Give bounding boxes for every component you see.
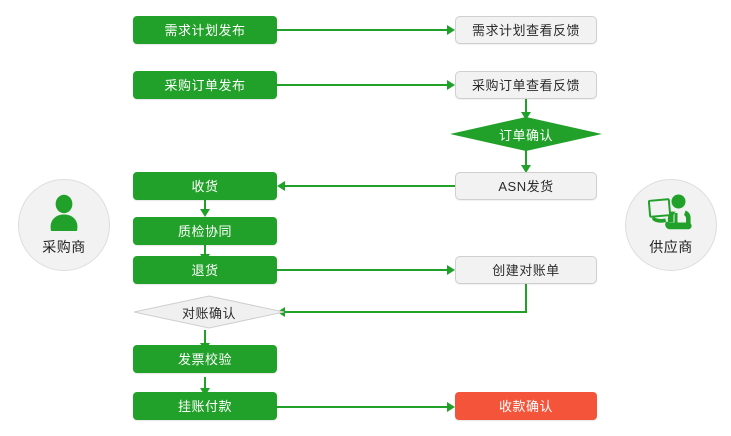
person-at-computer-icon bbox=[648, 194, 692, 230]
edge-invoice-to-payment-line bbox=[204, 377, 206, 390]
node-invoice-verify[interactable]: 发票校验 bbox=[133, 345, 277, 373]
node-return-goods[interactable]: 退货 bbox=[133, 256, 277, 284]
node-order-confirm-label: 订单确认 bbox=[498, 127, 553, 143]
edge-confirm-to-asn-line bbox=[525, 150, 527, 167]
actor-supplier-label: 供应商 bbox=[649, 239, 693, 255]
edge-statement-down-line bbox=[525, 283, 527, 313]
edge-demand-plan-line bbox=[277, 29, 449, 31]
edge-asn-to-receipt-line bbox=[285, 185, 455, 187]
node-create-statement[interactable]: 创建对账单 bbox=[455, 256, 597, 284]
node-goods-receipt[interactable]: 收货 bbox=[133, 172, 277, 200]
node-asn-shipment[interactable]: ASN发货 bbox=[455, 172, 597, 200]
edge-payment-to-receipt-line bbox=[277, 406, 447, 408]
edge-return-to-statement-arrow bbox=[447, 265, 455, 275]
node-po-feedback[interactable]: 采购订单查看反馈 bbox=[455, 71, 597, 99]
edge-po-to-confirm-arrow bbox=[521, 112, 531, 120]
actor-buyer-label: 采购商 bbox=[42, 239, 86, 255]
node-demand-plan-publish[interactable]: 需求计划发布 bbox=[133, 16, 277, 44]
person-icon bbox=[50, 194, 78, 231]
node-payable-payment[interactable]: 挂账付款 bbox=[133, 392, 277, 420]
node-quality-collab[interactable]: 质检协同 bbox=[133, 217, 277, 245]
edge-receipt-to-qc-line bbox=[204, 199, 206, 211]
edge-confirm-to-asn-arrow bbox=[521, 165, 531, 173]
node-demand-plan-feedback[interactable]: 需求计划查看反馈 bbox=[455, 16, 597, 44]
actor-buyer[interactable]: 采购商 bbox=[18, 179, 110, 271]
edge-statement-left-line bbox=[285, 311, 527, 313]
node-statement-confirm[interactable]: 对账确认 bbox=[133, 295, 285, 329]
diamond-shape-white bbox=[133, 295, 285, 329]
edge-demand-plan-arrow bbox=[447, 25, 455, 35]
edge-receipt-to-qc-arrow bbox=[200, 209, 210, 217]
edge-qc-to-return-line bbox=[204, 244, 206, 256]
edge-po-to-confirm-line bbox=[525, 98, 527, 114]
edge-payment-to-receipt-arrow bbox=[447, 402, 455, 412]
node-order-confirm[interactable]: 订单确认 bbox=[450, 117, 602, 151]
edge-po-line bbox=[277, 84, 449, 86]
edge-po-arrow bbox=[447, 80, 455, 90]
edge-asn-to-receipt-arrow bbox=[277, 181, 285, 191]
diamond-shape-green bbox=[450, 117, 602, 151]
node-statement-confirm-label: 对账确认 bbox=[181, 305, 236, 321]
node-po-publish[interactable]: 采购订单发布 bbox=[133, 71, 277, 99]
edge-return-to-statement-line bbox=[277, 269, 447, 271]
actor-supplier[interactable]: 供应商 bbox=[625, 179, 717, 271]
edge-confirm-to-invoice-line bbox=[204, 330, 206, 345]
node-receipt-confirm[interactable]: 收款确认 bbox=[455, 392, 597, 420]
